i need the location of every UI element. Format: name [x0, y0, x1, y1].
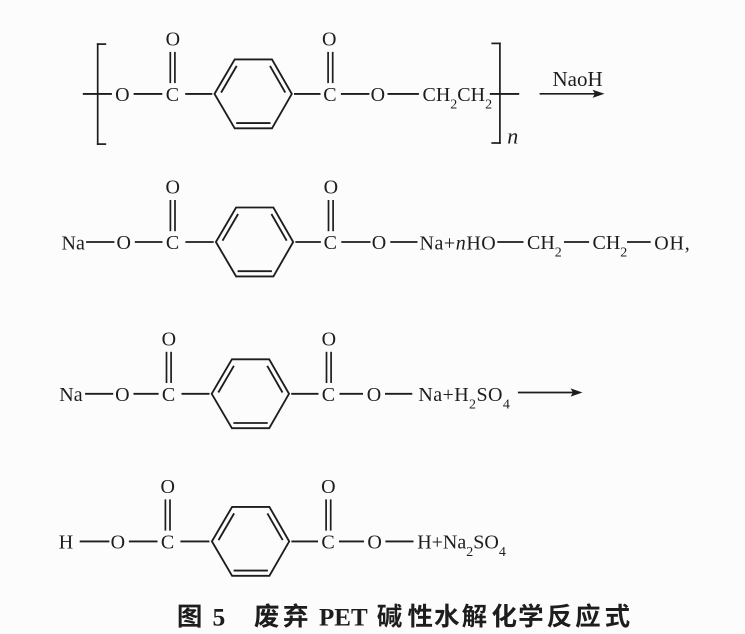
svg-text:C: C: [322, 384, 335, 406]
svg-text:O: O: [115, 384, 129, 406]
svg-text:O: O: [372, 232, 386, 254]
svg-text:C: C: [321, 531, 334, 553]
svg-text:O: O: [367, 384, 381, 406]
svg-text:O: O: [160, 476, 174, 498]
svg-text:O: O: [162, 328, 176, 350]
svg-text:O: O: [324, 177, 338, 199]
svg-text:O: O: [371, 84, 385, 106]
svg-text:n: n: [507, 124, 518, 149]
svg-text:Na+nHO: Na+nHO: [420, 233, 497, 255]
svg-text:C: C: [323, 84, 336, 106]
svg-text:CH2​: CH2​: [593, 232, 628, 261]
svg-text:CH2​CH2​: CH2​CH2​: [423, 84, 493, 113]
svg-text:NaoH: NaoH: [553, 67, 603, 91]
svg-text:O: O: [322, 328, 336, 350]
svg-text:C: C: [166, 232, 179, 254]
svg-text:C: C: [162, 384, 175, 406]
svg-text:O: O: [111, 531, 125, 553]
svg-text:H+Na2​SO4​: H+Na2​SO4​: [417, 531, 506, 560]
svg-text:Na+H2​SO4​: Na+H2​SO4​: [418, 384, 510, 413]
svg-text:PET: PET: [319, 604, 368, 631]
svg-text:OH,: OH,: [654, 233, 690, 255]
svg-text:O: O: [166, 29, 180, 51]
svg-text:Na: Na: [59, 384, 82, 406]
svg-text:C: C: [161, 531, 174, 553]
svg-text:C: C: [324, 232, 337, 254]
svg-text:O: O: [165, 177, 179, 199]
svg-text:O: O: [115, 84, 129, 106]
svg-text:Na: Na: [62, 233, 85, 255]
svg-text:H: H: [59, 531, 73, 553]
svg-text:O: O: [116, 232, 130, 254]
svg-text:C: C: [166, 84, 179, 106]
svg-text:CH2​: CH2​: [527, 232, 562, 261]
svg-text:5: 5: [213, 603, 226, 632]
svg-text:O: O: [321, 476, 335, 498]
svg-text:O: O: [322, 29, 336, 51]
svg-text:O: O: [367, 531, 381, 553]
